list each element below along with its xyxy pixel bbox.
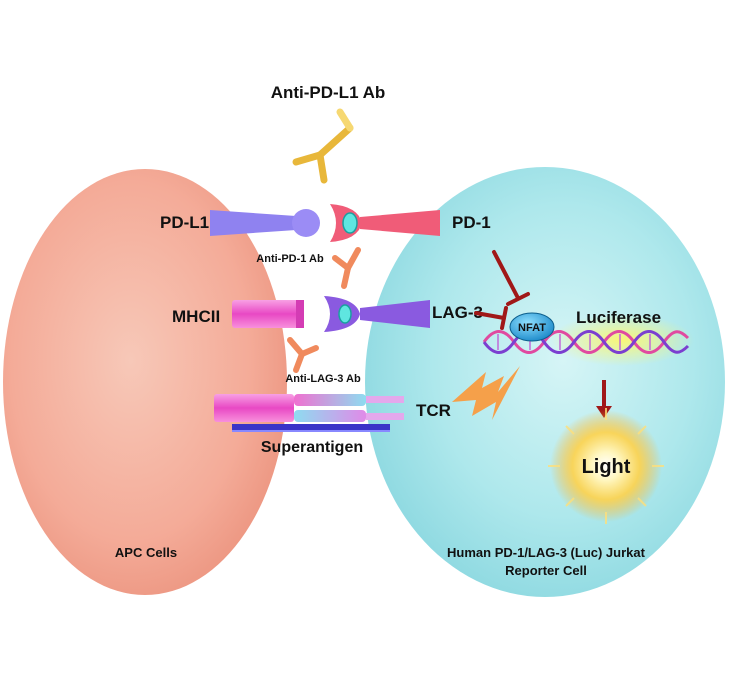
reporter-cell-label-line1: Human PD-1/LAG-3 (Luc) Jurkat: [447, 545, 646, 560]
lag3-inhibition-arrow: [474, 306, 508, 330]
light-burst: [548, 408, 664, 524]
reporter-cell-label-line2: Reporter Cell: [505, 563, 587, 578]
tcr-label: TCR: [416, 401, 451, 420]
lag-3-label: LAG-3: [432, 303, 483, 322]
pd1-inhibition-arrow: [492, 250, 530, 306]
superantigen-bar: [232, 424, 390, 431]
tcr-beta-chain: [294, 410, 366, 422]
anti-lag3-antibody: [287, 337, 319, 373]
superantigen-label: Superantigen: [261, 439, 363, 456]
dna-strand-a: [482, 330, 690, 354]
anti-pd1-ab-label: Anti-PD-1 Ab: [256, 253, 324, 265]
lag-3-binding-site: [338, 304, 352, 324]
pd-l1-label: PD-L1: [160, 213, 209, 232]
anti-pdl1-antibody: [292, 108, 354, 184]
light-label: Light: [582, 456, 631, 478]
apc-cell: [3, 169, 287, 595]
pd-1-stalk: [360, 210, 440, 236]
tcr-signal-bolt: [452, 366, 520, 420]
lag-3-stalk: [360, 300, 430, 328]
anti-lag3-ab-label: Anti-LAG-3 Ab: [285, 373, 361, 385]
nfat-factor: [509, 312, 555, 342]
luciferase-label: Luciferase: [576, 308, 661, 327]
pd-1-binding-site: [342, 212, 358, 234]
tcr-alpha-chain: [294, 394, 366, 406]
mhcii-label: MHCII: [172, 307, 220, 326]
anti-pdl1-ab-label: Anti-PD-L1 Ab: [271, 83, 386, 102]
pd-l1-stalk: [210, 210, 296, 236]
mhcii-block: [232, 300, 304, 328]
pd-1-label: PD-1: [452, 213, 491, 232]
tcr-apc-block: [214, 394, 294, 422]
dna-strand-b: [482, 330, 690, 354]
apc-cells-label: APC Cells: [115, 545, 177, 560]
anti-pd1-antibody: [332, 247, 361, 289]
nfat-label: NFAT: [518, 322, 546, 334]
pd-l1-head: [292, 209, 320, 237]
